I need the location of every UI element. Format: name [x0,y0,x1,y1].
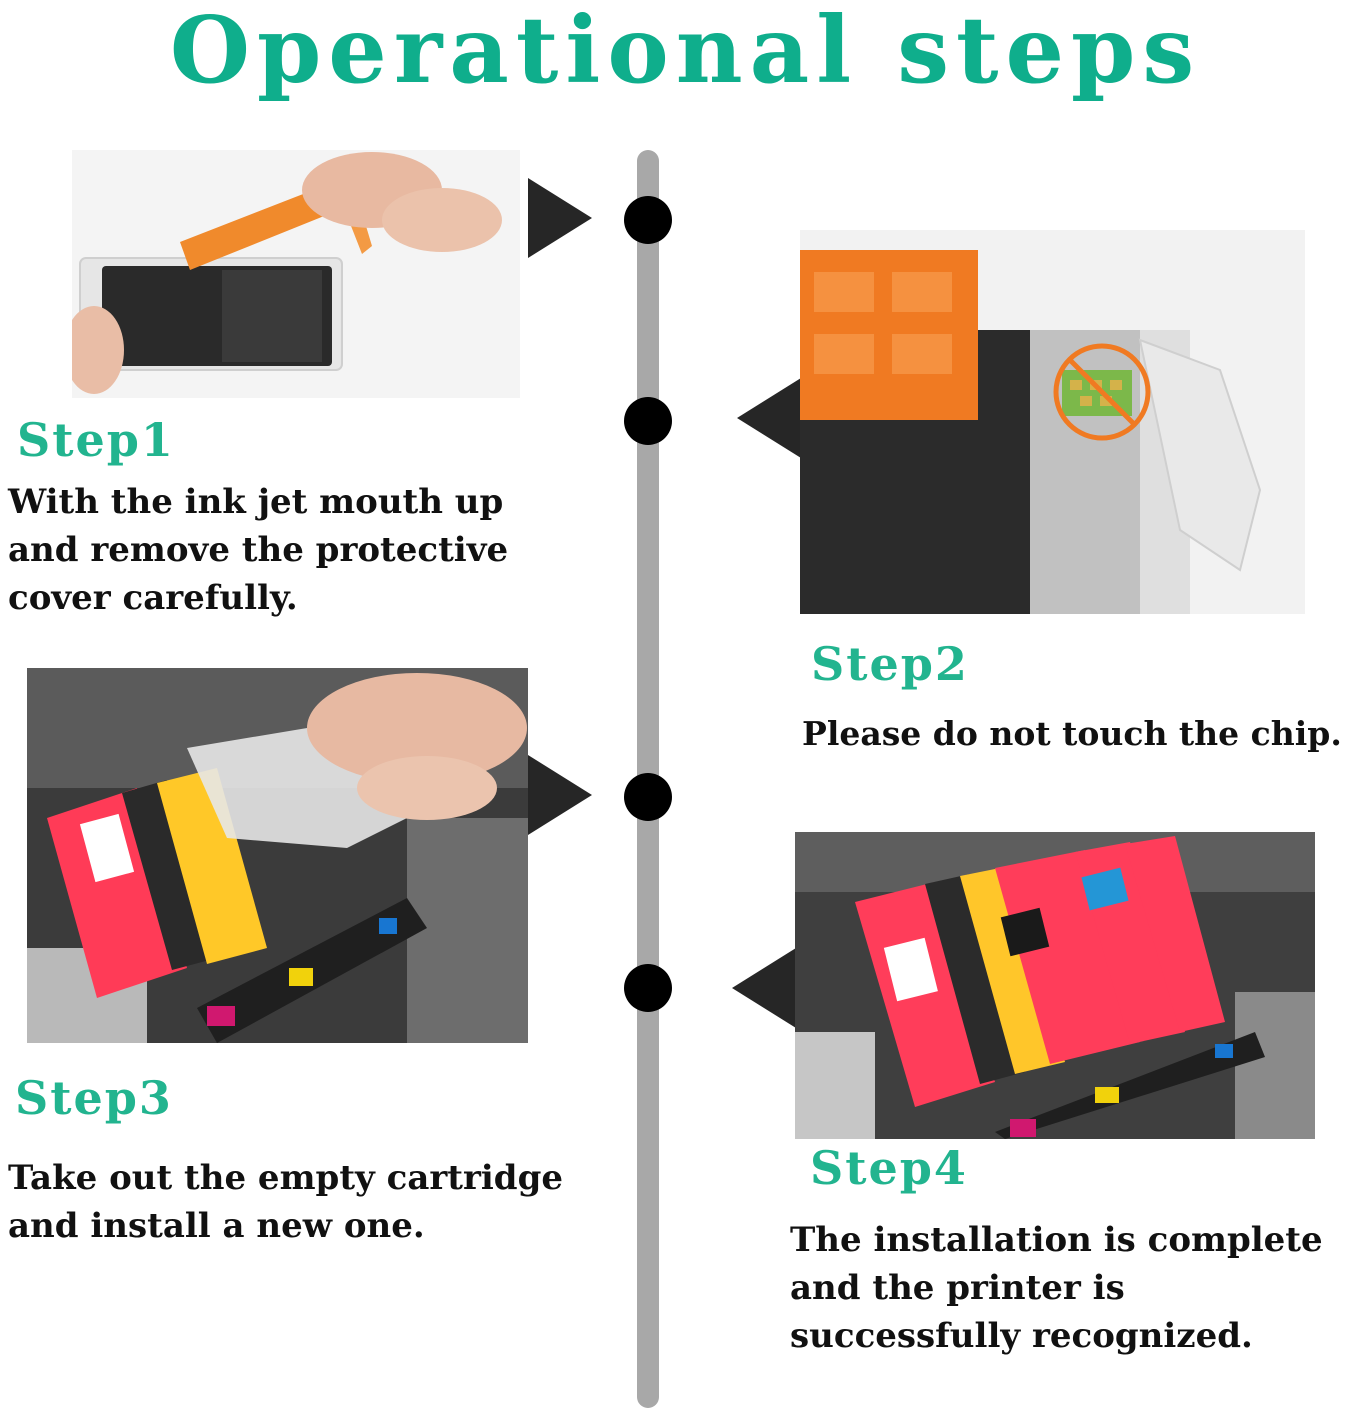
step2-label: Step2 [811,637,969,691]
arrow-left-icon [732,948,796,1028]
timeline-dot-4 [624,964,672,1012]
step4-text: The installation is complete and the pri… [790,1220,1323,1356]
arrow-right-icon [528,755,592,835]
step3-text: Take out the empty cartridge and install… [8,1158,563,1246]
arrow-right-icon [528,178,592,258]
page-title: Operational steps [169,0,1202,104]
timeline-dot-3 [624,773,672,821]
step1-photo [72,150,520,398]
arrow-left-icon [737,378,801,458]
step3-photo [27,668,528,1043]
step4-label: Step4 [810,1141,968,1195]
timeline-dot-2 [624,397,672,445]
step2-photo [800,230,1305,614]
step1-text: With the ink jet mouth up and remove the… [8,482,509,618]
timeline-dot-1 [624,196,672,244]
step2-text: Please do not touch the chip. [802,714,1342,753]
step3-label: Step3 [15,1071,173,1125]
step1-label: Step1 [17,413,175,467]
step4-photo [795,832,1315,1139]
